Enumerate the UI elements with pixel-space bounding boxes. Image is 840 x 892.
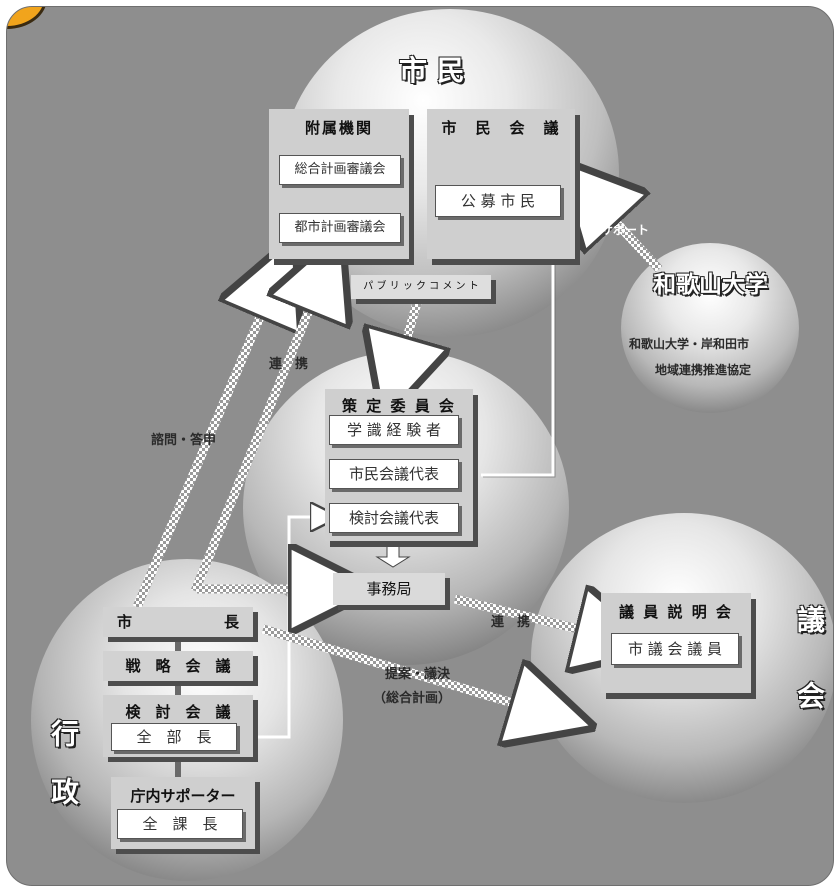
all-directors-box: 全 部 長 [111,723,237,751]
experts-box: 学 識 経 験 者 [329,415,459,445]
secretariat-up-arrow [375,542,411,568]
university-line1: 和歌山大学・岸和田市 [629,337,750,351]
mayor-box: 市 長 [103,607,253,637]
general-planning-council: 総合計画審議会 [279,155,401,185]
all-section-chiefs-box: 全 課 長 [117,809,243,839]
support-arrow [587,191,663,273]
secretariat-box: 事務局 [333,573,445,605]
public-comment-arrow [395,301,417,379]
mayor-right: 長 [223,613,239,631]
review-meeting-title: 検 討 会 議 [125,703,231,721]
review-rep-box: 検討会議代表 [329,503,459,533]
assembly-title: 議 会 [793,605,826,719]
citizen-to-committee-line [481,215,555,477]
public-comment-box: パ ブ リ ッ ク コ メ ン ト [351,275,491,299]
strategy-meeting-box: 戦 略 会 議 [103,651,253,681]
assembly-briefing-title: 議 員 説 明 会 [619,603,733,621]
citizen-council-panel: 市 民 会 議 [427,109,575,259]
university-line2: 地域連携推進協定 [655,363,752,377]
university-sphere [621,243,799,413]
renkei-label-1: 連 携 [269,357,309,372]
review-to-committee-line [241,517,325,739]
committee-title: 策 定 委 員 会 [342,397,456,415]
citizen-rep-box: 市民会議代表 [329,459,459,489]
attached-title: 附属機関 [304,119,373,137]
public-citizens-box: 公 募 市 民 [435,185,561,217]
consult-label: 諮問・答申 [151,433,217,448]
administration-title: 行 政 [47,719,80,815]
citizens-title: 市 民 [399,54,465,87]
renkei-label-2: 連 携 [491,615,531,630]
support-label: サポート [601,223,650,237]
citizen-council-title: 市 民 会 議 [441,119,561,137]
supporter-title: 庁内サポーター [130,787,236,805]
proposal-arrow [261,624,553,715]
urban-planning-council: 都市計画審議会 [279,213,401,243]
mayor-left: 市 [117,613,133,631]
diagram-frame: 市 民 議 会 行 政 和歌山大学 和歌山大学・岸和田市 地域連携推進協定 附属… [6,6,834,886]
secretariat-assembly-arrow [453,599,619,639]
connection-arrows [132,7,833,885]
renkei-arrow-up [190,271,325,593]
proposal-sub-label: （総合計画） [373,691,452,706]
university-title: 和歌山大学 [653,271,768,298]
consult-arrow [132,277,277,609]
proposal-label: 提案・議決 [385,667,451,682]
assembly-members-box: 市 議 会 議 員 [611,633,739,665]
